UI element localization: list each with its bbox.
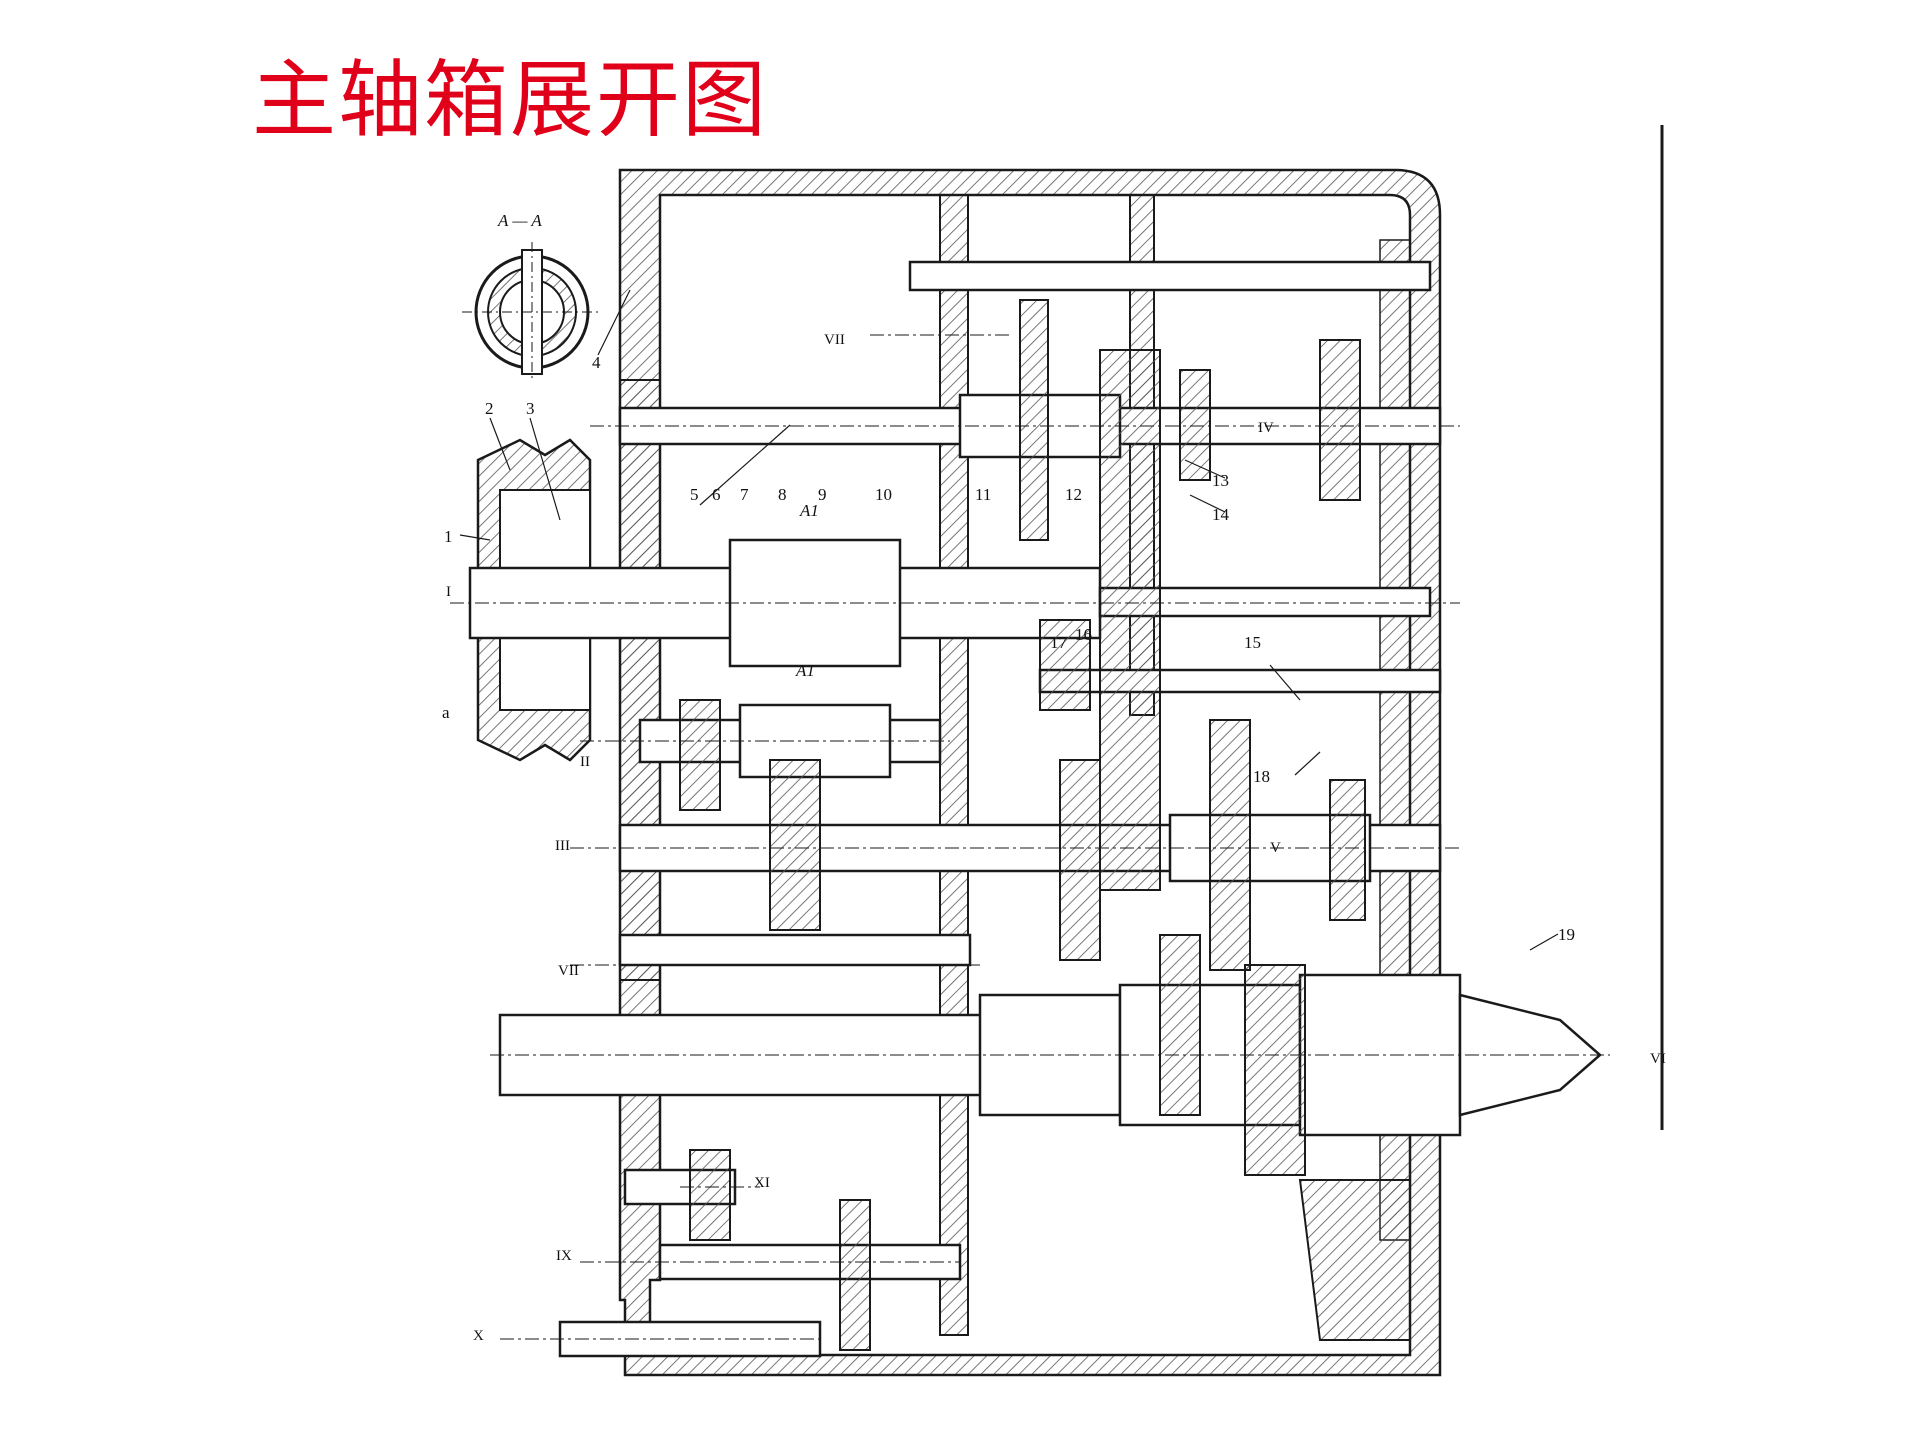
point-labels: a A1 A1 <box>442 501 819 722</box>
part-number: 5 <box>690 485 699 504</box>
part-number: 4 <box>592 353 601 372</box>
part-number: 17 <box>1050 633 1068 652</box>
part-number: 6 <box>712 485 721 504</box>
part-number: 19 <box>1558 925 1575 944</box>
leader-lines <box>459 289 1559 951</box>
part-number: 14 <box>1212 505 1230 524</box>
shaft-label: I <box>446 584 451 600</box>
shaft-label: VII <box>558 963 579 979</box>
shaft-label: III <box>555 838 570 854</box>
shaft-label: V <box>1270 840 1281 856</box>
part-number: 1 <box>444 527 453 546</box>
part-number: 16 <box>1075 625 1092 644</box>
shaft-label: IV <box>1258 420 1274 436</box>
center-lines <box>450 334 1610 1340</box>
point-label: a <box>442 703 450 722</box>
part-number: 12 <box>1065 485 1082 504</box>
part-number: 18 <box>1253 767 1270 786</box>
gears <box>679 299 1366 1351</box>
shaft-label: XI <box>754 1175 770 1191</box>
point-label: A1 <box>799 501 819 520</box>
page-title: 主轴箱展开图 <box>252 51 769 149</box>
point-label: A1 <box>795 661 815 680</box>
shaft-label: II <box>580 754 590 770</box>
part-number: 13 <box>1212 471 1229 490</box>
shaft-labels: I II III IV V VI VII VII IX X XI <box>446 332 1666 1344</box>
shaft-label: IX <box>556 1248 572 1264</box>
shaft-label: VII <box>824 332 845 348</box>
section-a-a-view <box>462 242 602 382</box>
shaft-label: X <box>473 1328 484 1344</box>
part-number: 2 <box>485 399 494 418</box>
part-number: 15 <box>1244 633 1261 652</box>
part-number: 8 <box>778 485 787 504</box>
part-number: 3 <box>526 399 535 418</box>
section-label: A — A <box>497 211 542 230</box>
part-number: 10 <box>875 485 892 504</box>
part-number-labels: 1 2 3 4 5 6 7 8 9 10 11 12 13 14 15 16 1… <box>444 353 1575 944</box>
part-number: 9 <box>818 485 827 504</box>
part-number: 11 <box>975 485 991 504</box>
part-number: 7 <box>740 485 749 504</box>
